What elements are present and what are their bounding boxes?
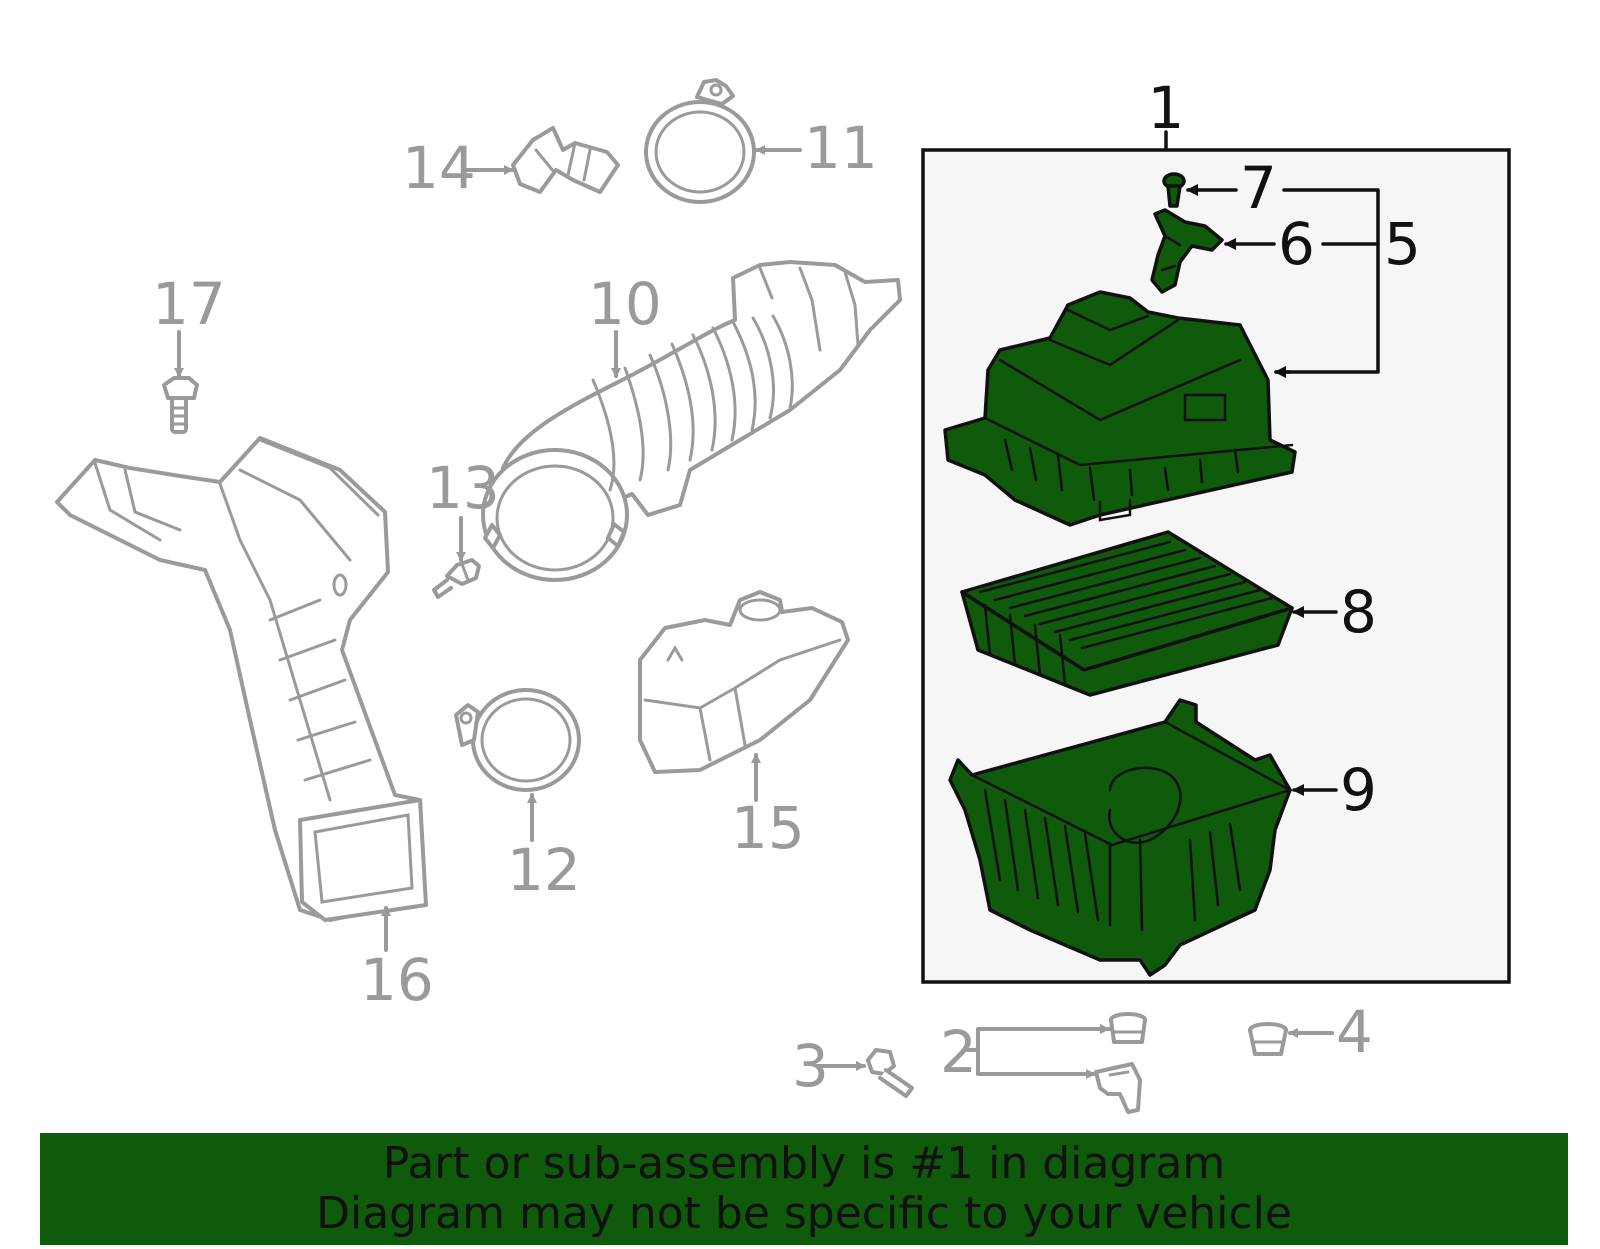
part-2-bracket[interactable]	[1094, 1062, 1142, 1114]
part-6-airflow-sensor[interactable]	[1150, 208, 1224, 294]
callout-9: 9	[1340, 756, 1377, 824]
part-16-air-duct[interactable]	[55, 436, 428, 922]
part-2-grommet[interactable]	[1109, 1012, 1147, 1044]
callout-14: 14	[402, 134, 476, 202]
part-11-hose-clamp[interactable]	[644, 78, 756, 204]
callout-7: 7	[1240, 154, 1277, 222]
callout-4: 4	[1336, 998, 1373, 1066]
callout-10: 10	[588, 270, 662, 338]
part-13-sensor[interactable]	[432, 558, 481, 599]
part-14-connector[interactable]	[511, 126, 620, 194]
callout-8: 8	[1340, 578, 1377, 646]
part-7-screw[interactable]	[1162, 172, 1186, 208]
callout-6: 6	[1278, 210, 1315, 278]
part-15-resonator[interactable]	[638, 590, 850, 774]
banner-line-1: Part or sub-assembly is #1 in diagram	[382, 1138, 1226, 1189]
callout-5: 5	[1384, 210, 1421, 278]
callout-1: 1	[1148, 74, 1185, 142]
part-4-grommet[interactable]	[1248, 1022, 1288, 1056]
callout-17: 17	[152, 270, 226, 338]
info-banner: Part or sub-assembly is #1 in diagram Di…	[40, 1133, 1568, 1245]
part-3-bolt[interactable]	[866, 1048, 914, 1098]
callout-13: 13	[426, 454, 500, 522]
banner-line-2: Diagram may not be specific to your vehi…	[316, 1188, 1292, 1239]
part-10-intake-hose[interactable]	[481, 260, 902, 582]
callout-2: 2	[940, 1018, 977, 1086]
callout-15: 15	[731, 794, 805, 862]
callout-12: 12	[507, 836, 581, 904]
callout-11: 11	[804, 114, 878, 182]
part-5-upper-housing[interactable]	[943, 290, 1297, 527]
part-17-bolt[interactable]	[162, 376, 199, 434]
part-9-lower-case[interactable]	[948, 698, 1294, 977]
callout-3: 3	[792, 1032, 829, 1100]
callout-16: 16	[360, 946, 434, 1014]
parts-diagram: 1 2 3 4 5 6 7 8 9 10 11 12 13 14 15 16 1…	[55, 74, 1511, 1114]
part-12-clamp[interactable]	[454, 688, 581, 792]
